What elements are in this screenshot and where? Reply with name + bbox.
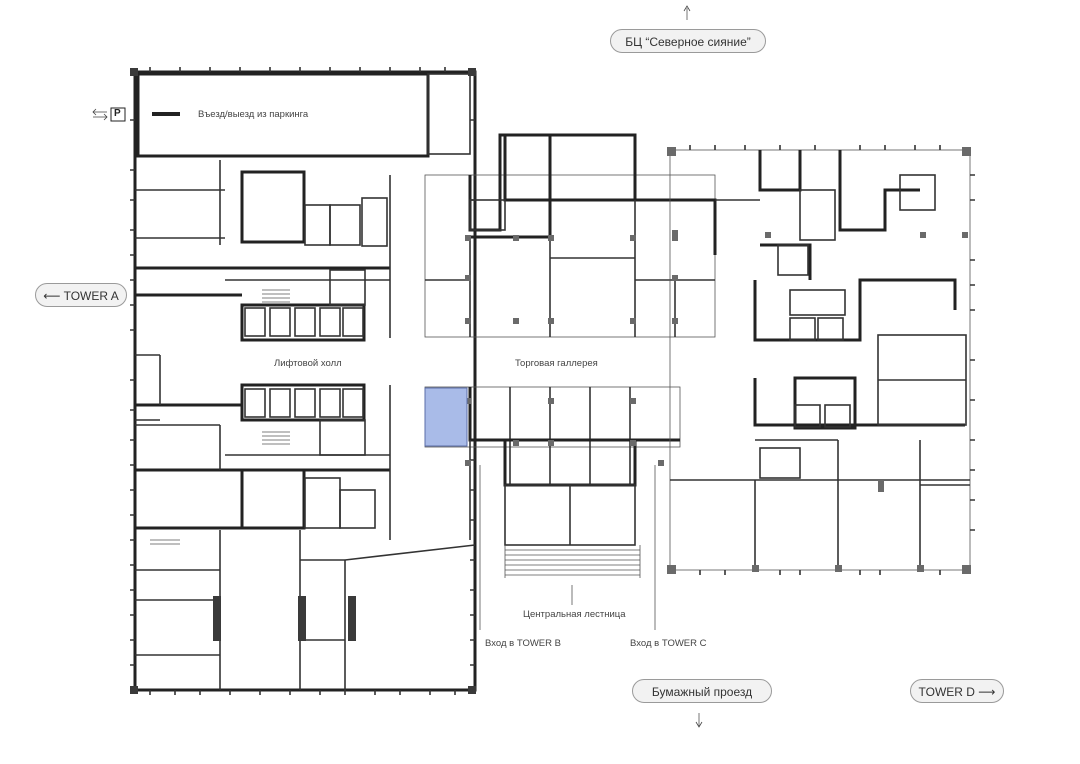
tower-c-walls — [667, 145, 975, 575]
parking-sign: P — [114, 108, 121, 119]
tower-a-link[interactable]: ⟵ TOWER A — [35, 283, 127, 307]
south-street-label: Бумажный проезд — [632, 679, 772, 703]
right-perimeter-ticks — [689, 145, 975, 575]
tower-d-link[interactable]: TOWER D ⟶ — [910, 679, 1004, 703]
central-stairs — [504, 545, 641, 578]
central-stairs-label: Центральная лестница — [523, 609, 626, 620]
trade-gallery-label: Торговая галлерея — [515, 358, 598, 369]
parking-entry-label: Въезд/выезд из паркинга — [198, 109, 309, 120]
north-neighbor-label: БЦ “Северное сияние” — [610, 29, 766, 53]
highlighted-unit — [424, 387, 468, 447]
entrance-b-label: Вход в TOWER B — [485, 638, 561, 649]
tower-a-walls — [130, 67, 477, 695]
central-gallery-walls — [424, 133, 717, 630]
elevator-hall-label: Лифтовой холл — [274, 358, 342, 369]
entrance-c-label: Вход в TOWER C — [630, 638, 707, 649]
